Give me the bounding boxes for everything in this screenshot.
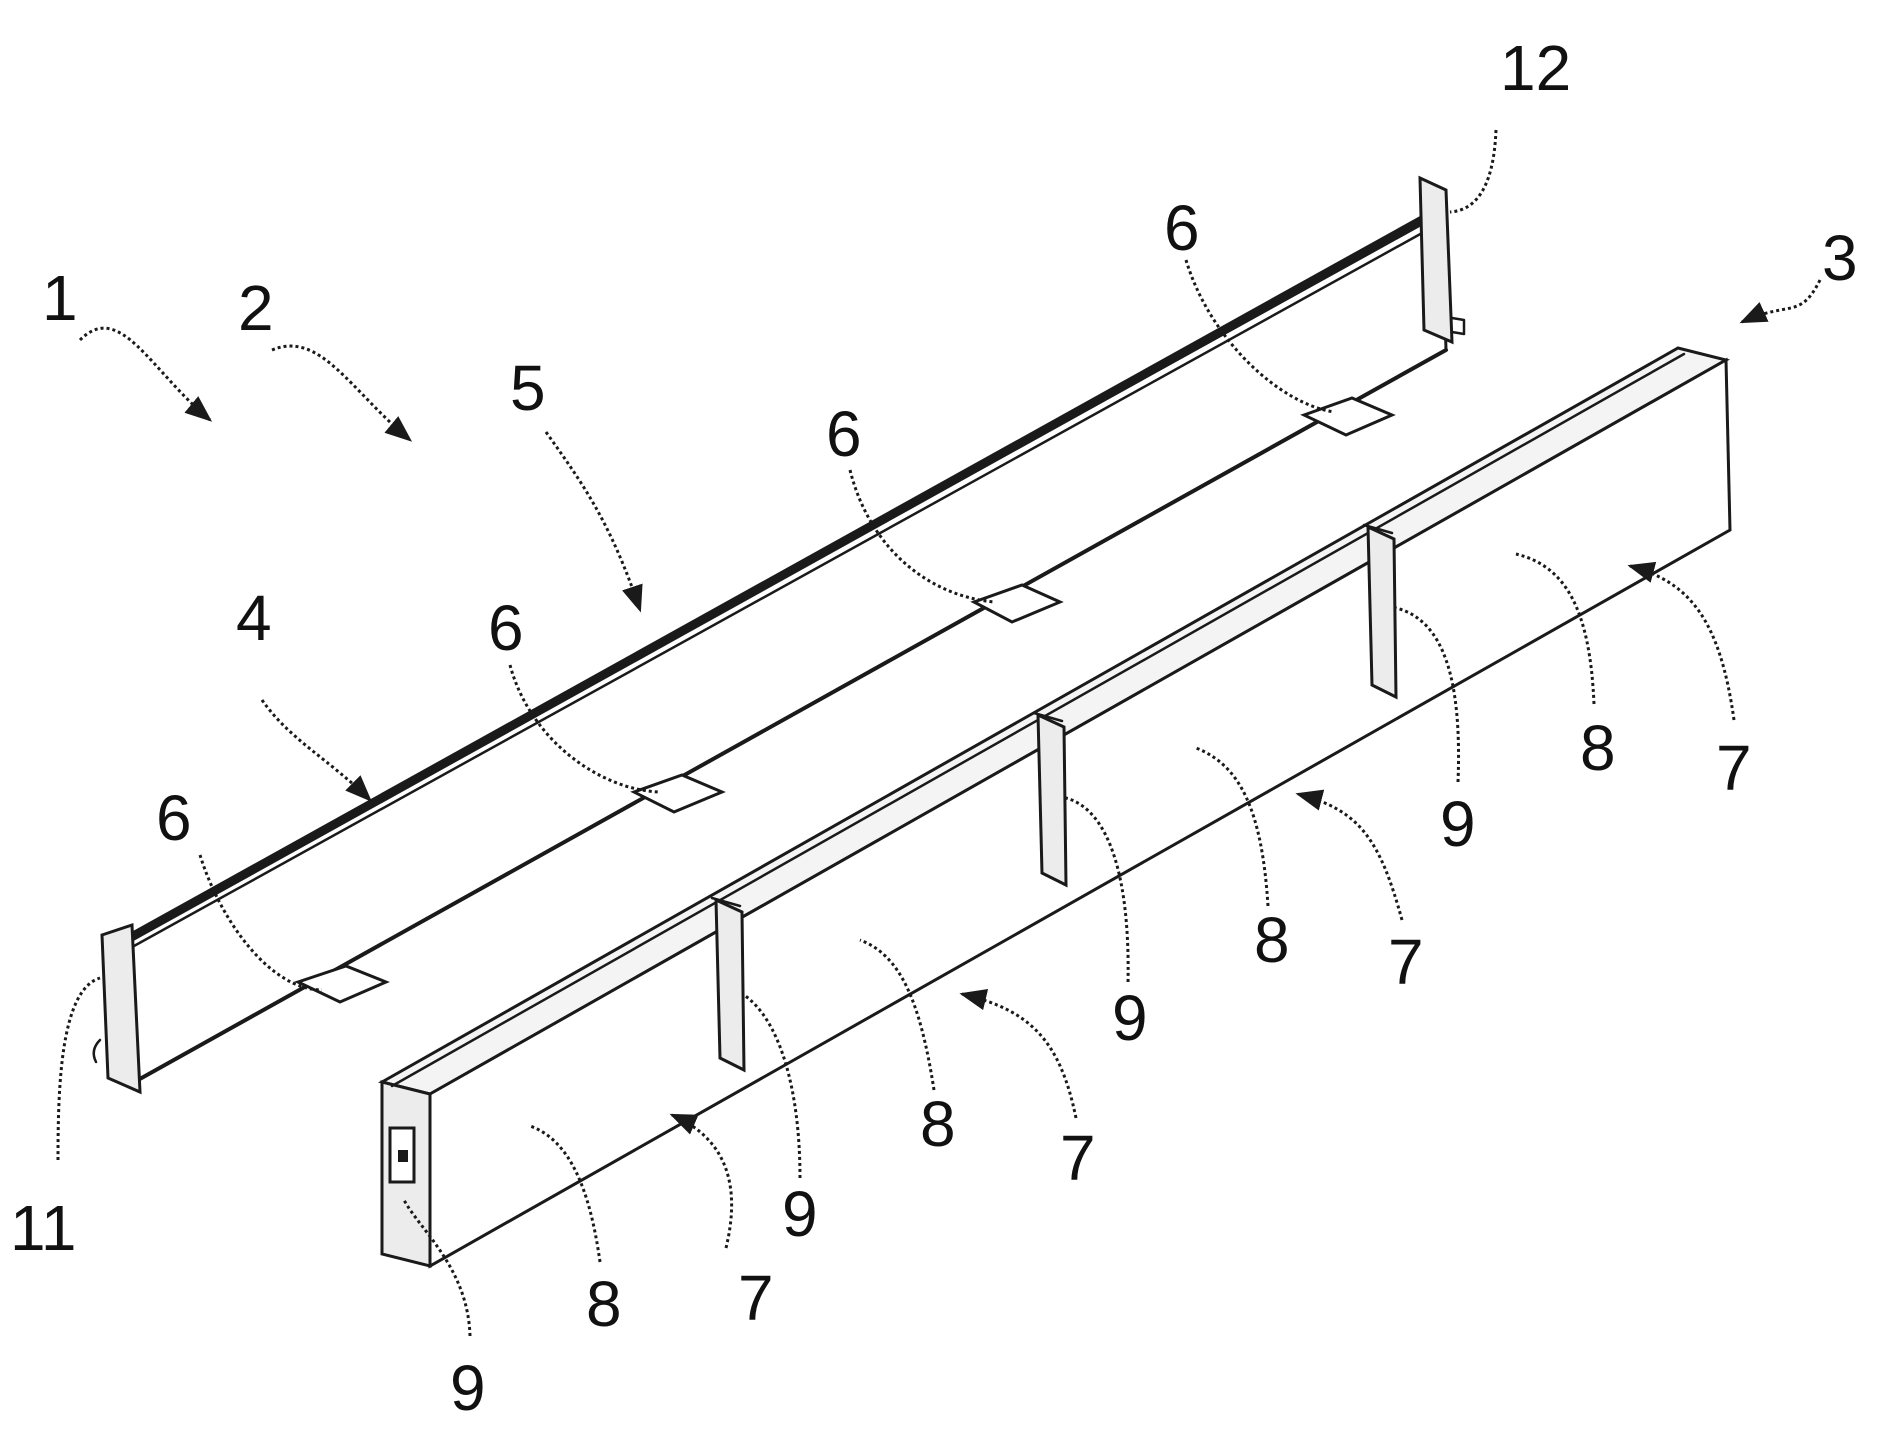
label-9d: 9 xyxy=(1440,788,1476,860)
end-connector-pin xyxy=(398,1150,408,1162)
label-8a: 8 xyxy=(586,1268,622,1340)
label-5: 5 xyxy=(510,352,546,424)
rail-top-edge xyxy=(128,210,1440,939)
leader-4 xyxy=(262,700,370,800)
leader-12 xyxy=(1450,130,1496,212)
label-9c: 9 xyxy=(1112,982,1148,1054)
label-7b: 7 xyxy=(1060,1122,1096,1194)
leader-7d xyxy=(1630,566,1734,720)
label-6c: 6 xyxy=(826,398,862,470)
rail-top-edge-inner xyxy=(134,222,1442,946)
leader-2 xyxy=(272,346,410,440)
end-plate-left xyxy=(102,925,140,1092)
label-8c: 8 xyxy=(1254,904,1290,976)
end-plate-right xyxy=(1420,178,1452,342)
leader-7b xyxy=(962,994,1076,1118)
label-4: 4 xyxy=(236,582,272,654)
label-6a: 6 xyxy=(156,782,192,854)
leader-11 xyxy=(58,978,100,1160)
label-7d: 7 xyxy=(1716,732,1752,804)
label-8b: 8 xyxy=(920,1088,956,1160)
label-3: 3 xyxy=(1822,222,1858,294)
leader-1 xyxy=(80,328,210,420)
label-2: 2 xyxy=(238,272,274,344)
leader-3 xyxy=(1742,280,1820,322)
label-11: 11 xyxy=(10,1192,76,1264)
end-plate-right-tab xyxy=(1452,318,1464,334)
leader-5 xyxy=(546,432,640,610)
leader-7a xyxy=(672,1115,732,1248)
label-6d: 6 xyxy=(1164,192,1200,264)
label-9b: 9 xyxy=(782,1178,818,1250)
label-6b: 6 xyxy=(488,592,524,664)
label-8d: 8 xyxy=(1580,712,1616,784)
label-7a: 7 xyxy=(738,1262,774,1334)
label-12: 12 xyxy=(1500,32,1571,104)
label-7c: 7 xyxy=(1388,926,1424,998)
joint-plate-1 xyxy=(716,900,744,1070)
leader-7c xyxy=(1298,794,1402,920)
joint-plate-2 xyxy=(1038,715,1066,885)
end-plate-left-hook xyxy=(94,1040,100,1062)
label-9a: 9 xyxy=(450,1352,486,1424)
label-1: 1 xyxy=(42,262,78,334)
joint-plate-3 xyxy=(1368,527,1396,697)
